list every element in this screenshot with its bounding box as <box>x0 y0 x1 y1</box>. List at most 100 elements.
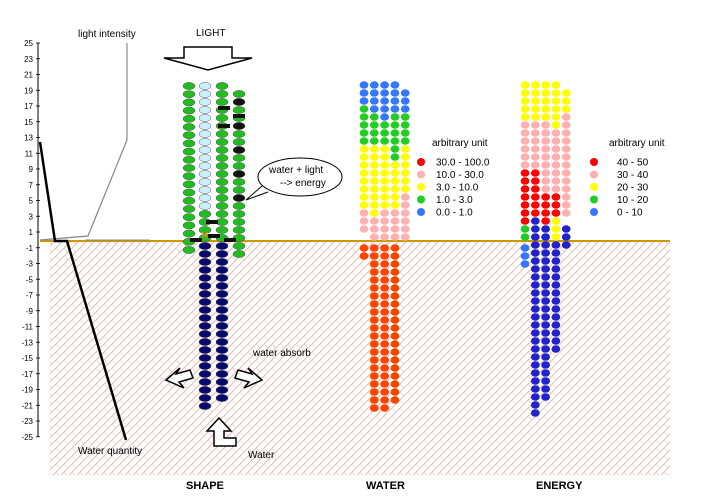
energy-dots-cell <box>530 169 540 177</box>
water-dots-cell <box>390 300 400 308</box>
water-dots-cell <box>390 153 400 161</box>
legend-swatch <box>590 183 598 191</box>
energy-dots-cell <box>541 201 550 209</box>
water-dots-cell <box>380 169 389 177</box>
water-dots-cell <box>359 113 369 121</box>
water-dots-cell <box>400 145 410 153</box>
water-dots-cell <box>369 201 379 209</box>
water-dots-cell <box>369 356 379 364</box>
water-dots-cell <box>390 145 400 153</box>
y-tick-label: -23 <box>21 417 33 426</box>
shape-stem-cell <box>198 106 212 114</box>
shape-leaf-cell <box>232 146 246 154</box>
shape-stem-cell <box>215 338 229 346</box>
energy-dots-cell <box>541 121 550 129</box>
shape-leaf-cell <box>232 210 246 218</box>
y-tick-label: 25 <box>24 39 33 48</box>
legend-item-label: 40 - 50 <box>617 158 649 169</box>
water-dots-cell <box>359 105 369 113</box>
shape-stem-cell <box>215 274 229 282</box>
energy-dots-cell <box>530 289 540 297</box>
y-tick-label: 23 <box>24 55 33 64</box>
shape-stem-cell <box>198 98 212 106</box>
water-dots-cell <box>380 153 389 161</box>
water-dots-cell <box>400 97 410 105</box>
energy-dots-cell <box>541 185 550 193</box>
shape-stem-cell <box>198 186 212 194</box>
water-dots-cell <box>390 332 400 340</box>
legend-swatch <box>590 170 598 179</box>
water-dots-cell <box>369 372 379 380</box>
energy-dots-cell <box>551 337 561 345</box>
shape-stem-cell <box>198 354 212 362</box>
energy-dots-cell <box>530 113 540 121</box>
shape-stem-cell <box>215 354 229 362</box>
y-tick-label: 1 <box>29 228 34 237</box>
energy-dots-cell <box>551 241 561 249</box>
energy-dots-cell <box>561 105 571 113</box>
water-dots-cell <box>359 244 369 252</box>
energy-dots-cell <box>551 249 561 257</box>
energy-dots-cell <box>551 273 561 281</box>
energy-dots-cell <box>541 129 550 137</box>
shape-leaf-cell <box>182 221 196 230</box>
energy-dots-cell <box>520 153 530 161</box>
energy-dots-cell <box>541 153 550 161</box>
water-dots-cell <box>369 89 379 97</box>
water-dots-cell <box>369 225 379 233</box>
water-dots-cell <box>390 193 400 201</box>
y-tick-label: -15 <box>21 354 33 363</box>
energy-dots-cell <box>561 233 571 241</box>
water-dots-cell <box>390 113 400 121</box>
y-tick-label: 13 <box>24 134 33 143</box>
water-dots-cell <box>390 185 400 193</box>
y-tick-label: -19 <box>21 386 33 395</box>
shape-stem-cell <box>215 154 229 162</box>
energy-dots-cell <box>541 233 550 241</box>
energy-dots-cell <box>520 105 530 113</box>
energy-dots-cell <box>541 169 550 177</box>
shape-stem-cell <box>215 314 229 322</box>
water-dots-cell <box>400 121 410 129</box>
energy-dots-cell <box>551 321 561 329</box>
energy-dots-cell <box>551 201 561 209</box>
energy-dots-cell <box>561 121 571 129</box>
y-tick-label: -17 <box>21 370 33 379</box>
water-dots-cell <box>380 209 389 217</box>
energy-dots-cell <box>551 217 561 225</box>
energy-dots-cell <box>541 297 550 305</box>
energy-dots-cell <box>541 217 550 225</box>
y-tick-label: -25 <box>21 433 33 442</box>
shape-leaf-cell <box>232 138 246 146</box>
legend-item-label: 20 - 30 <box>617 183 649 194</box>
water-dots-cell <box>400 113 410 121</box>
water-dots-cell <box>380 348 389 356</box>
shape-leaf-cell <box>232 202 246 210</box>
water-dots-cell <box>390 260 400 268</box>
shape-leaf-cell <box>182 155 196 164</box>
water-dots-cell <box>390 284 400 292</box>
energy-dots-cell <box>541 241 550 249</box>
energy-dots-cell <box>541 145 550 153</box>
legend-item-label: 3.0 - 10.0 <box>436 183 479 194</box>
energy-dots-cell <box>530 281 540 289</box>
energy-dots-cell <box>541 105 550 113</box>
energy-dots-cell <box>551 81 561 89</box>
water-dots-cell <box>369 300 379 308</box>
shape-stem-cell <box>215 330 229 338</box>
y-tick-label: 5 <box>29 197 34 206</box>
energy-dots-cell <box>530 409 540 417</box>
shape-dark-marker <box>190 238 202 242</box>
shape-stem-cell <box>215 146 229 154</box>
energy-dots-cell <box>530 97 540 105</box>
energy-dots-cell <box>530 209 540 217</box>
y-tick-label: -7 <box>26 291 34 300</box>
shape-stem-cell <box>215 386 229 394</box>
y-tick-label: 3 <box>29 212 34 221</box>
water-dots-cell <box>390 105 400 113</box>
legend-swatch <box>590 158 598 166</box>
energy-dots-cell <box>530 345 540 353</box>
energy-dots-cell <box>551 233 561 241</box>
energy-dots-cell <box>530 353 540 361</box>
water-dots-cell <box>369 340 379 348</box>
